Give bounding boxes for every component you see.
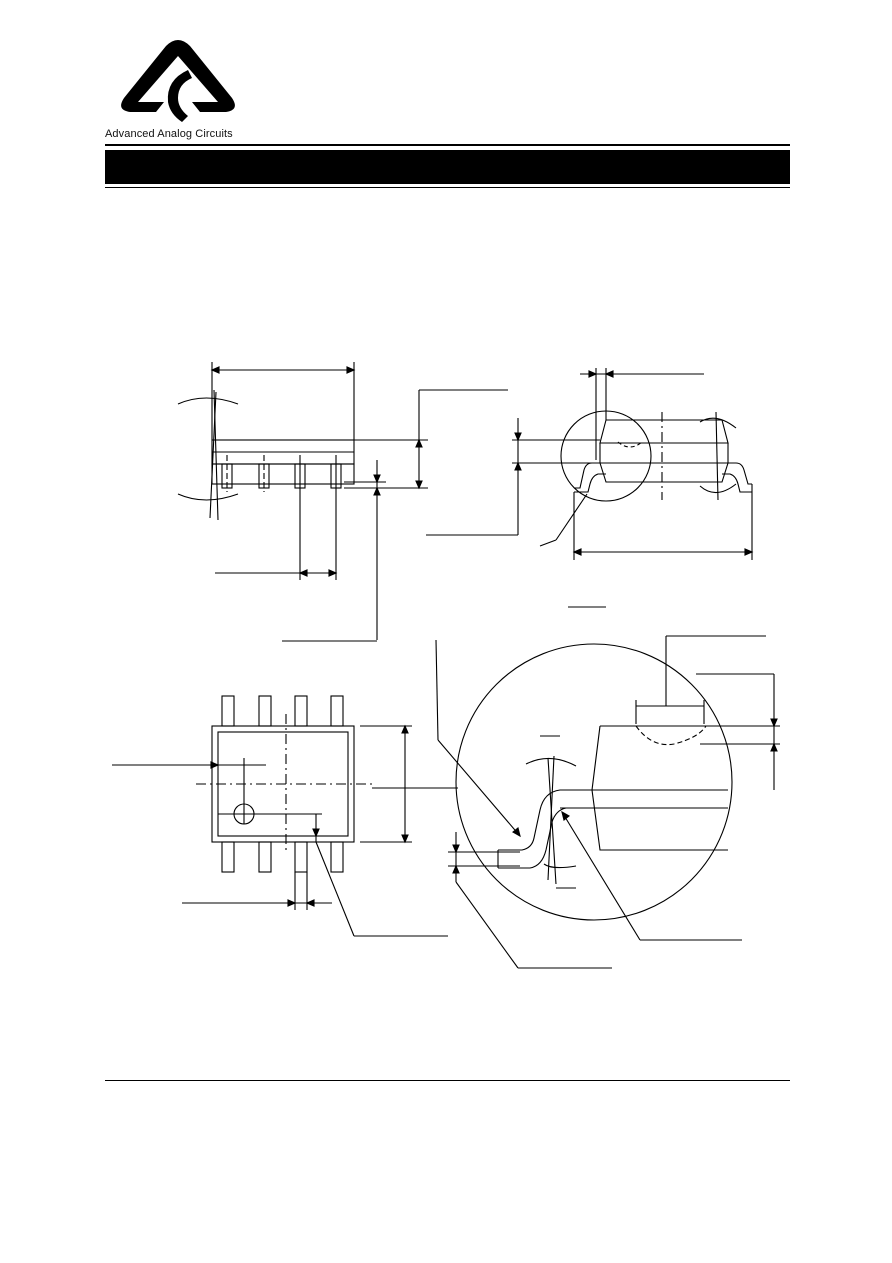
front-view xyxy=(177,362,508,642)
side-view xyxy=(426,368,754,608)
title-bar xyxy=(105,150,790,184)
detail-view xyxy=(435,635,780,969)
footer-rule xyxy=(105,1080,790,1081)
company-name: Advanced Analog Circuits xyxy=(105,128,233,140)
company-logo xyxy=(121,40,235,122)
header-rule xyxy=(105,144,790,146)
top-view xyxy=(112,695,458,937)
header-underline xyxy=(105,187,790,188)
